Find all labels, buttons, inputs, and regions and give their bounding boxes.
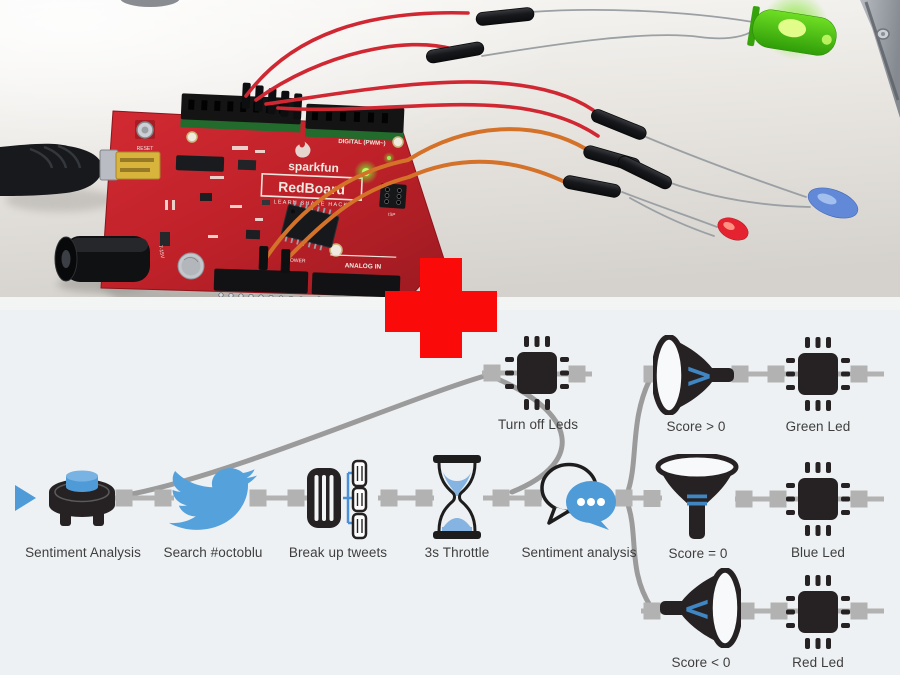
twitter-bird-icon	[169, 468, 257, 530]
node-label: Green Led	[785, 419, 851, 434]
isp-label: ISP	[388, 212, 396, 217]
voltage-label: 7-15V	[157, 245, 165, 260]
chip-icon	[786, 337, 850, 411]
brand-text: sparkfun	[288, 159, 339, 175]
plus-icon	[385, 291, 497, 332]
node-label: Score < 0	[671, 655, 731, 670]
eq-symbol: =	[684, 480, 711, 518]
component-leads	[481, 8, 811, 237]
node-sentiment-analysis[interactable]	[539, 461, 617, 531]
node-3s-throttle[interactable]	[430, 455, 484, 539]
filter-funnel-left-icon: <	[660, 568, 741, 648]
node-label: Blue Led	[790, 545, 846, 560]
red-led	[717, 217, 749, 241]
node-green-led[interactable]	[784, 332, 852, 416]
sparkfun-flame-icon	[295, 141, 311, 158]
reset-label: RESET	[137, 146, 154, 152]
gt-symbol: >	[685, 356, 714, 396]
node-score-lt-0[interactable]: <	[657, 568, 741, 648]
node-score-eq-0[interactable]: =	[655, 454, 739, 544]
node-label: 3s Throttle	[424, 545, 490, 560]
flow-start-icon[interactable]	[15, 485, 36, 511]
node-label: Score > 0	[666, 419, 726, 434]
orange-jumper-wires	[264, 127, 588, 262]
node-label: Break up tweets	[288, 545, 388, 560]
redboard-pcb: RESET sparkfun RedBoard LEARN SHARE	[100, 82, 445, 305]
node-label: Turn off Leds	[497, 417, 579, 432]
metal-tool	[860, 0, 900, 118]
node-label: Sentiment Analysis	[25, 545, 141, 560]
green-led	[747, 0, 837, 60]
project-photo: RESET sparkfun RedBoard LEARN SHARE	[0, 0, 900, 310]
barrel-jack	[54, 236, 150, 282]
background-object	[120, 0, 180, 7]
node-score-gt-0[interactable]: >	[653, 335, 737, 415]
blue-led	[807, 187, 859, 219]
trigger-button-icon	[49, 470, 115, 526]
chip-icon	[505, 336, 569, 410]
node-label: Search #octoblu	[163, 545, 263, 560]
node-red-led[interactable]	[784, 570, 852, 654]
usb-cable	[0, 143, 161, 196]
analog-label: ANALOG IN	[345, 262, 382, 270]
tagline-text: LEARN SHARE HACK	[273, 199, 348, 208]
red-jumper-wires	[244, 10, 600, 138]
filter-funnel-icon: =	[655, 454, 739, 539]
node-search-octoblu[interactable]	[169, 461, 257, 537]
lt-symbol: <	[683, 589, 712, 629]
power-label: POWER	[286, 258, 305, 265]
node-turn-off-leds[interactable]	[503, 331, 571, 415]
filter-funnel-right-icon: >	[653, 335, 734, 415]
chip-icon	[786, 575, 850, 649]
node-label: Score = 0	[668, 546, 728, 561]
chip-icon	[786, 462, 850, 536]
hourglass-icon	[433, 455, 481, 539]
node-label: Sentiment analysis	[521, 545, 637, 560]
node-break-up-tweets[interactable]	[305, 458, 371, 540]
node-sentiment-trigger[interactable]	[47, 465, 117, 529]
node-blue-led[interactable]	[784, 457, 852, 541]
chat-bubbles-icon	[540, 462, 616, 530]
node-label: Red Led	[792, 655, 844, 670]
resistors	[426, 7, 672, 198]
split-icon	[307, 459, 368, 540]
digital-label: DIGITAL (PWM~)	[338, 139, 385, 147]
reset-button: RESET	[135, 120, 155, 152]
